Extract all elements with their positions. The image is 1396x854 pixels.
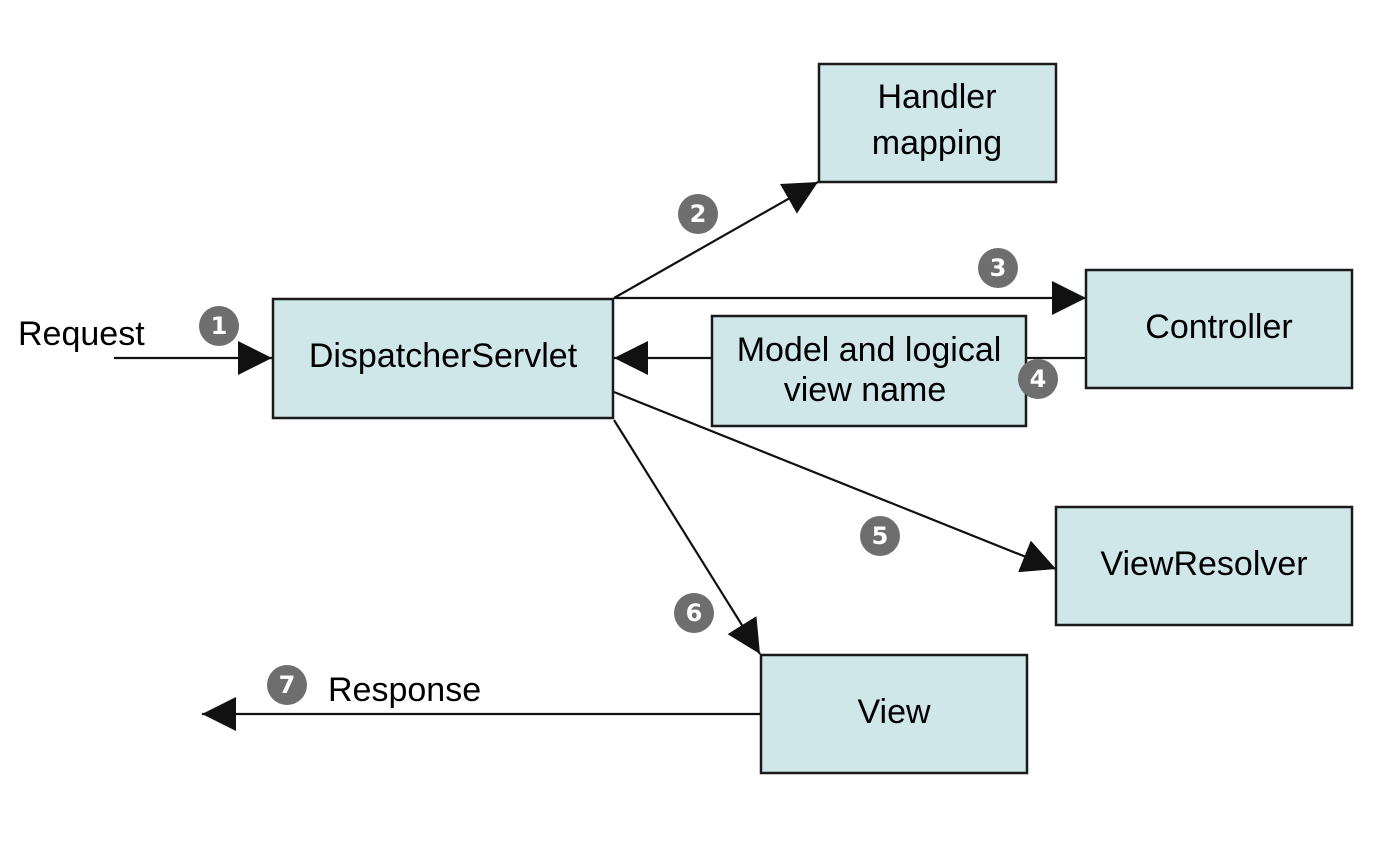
- step-5-number: 5: [872, 522, 889, 550]
- step-3-badge: 3: [978, 248, 1018, 288]
- dispatcher-to-view-arrow: [613, 419, 761, 655]
- handler-mapping-label-line2: mapping: [872, 124, 1002, 162]
- step-1-number: 1: [211, 312, 228, 340]
- step-5-badge: 5: [860, 516, 900, 556]
- dispatcher-servlet-node: DispatcherServlet: [271, 297, 615, 420]
- model-and-view-name-node: Model and logical view name: [710, 314, 1028, 428]
- dispatcher-servlet-label: DispatcherServlet: [309, 337, 578, 375]
- view-label: View: [857, 693, 931, 731]
- dispatcher-to-view-resolver-arrow: [613, 390, 1057, 573]
- step-2-number: 2: [690, 200, 707, 228]
- model-view-label-line1: Model and logical: [737, 331, 1002, 369]
- controller-node: Controller: [1084, 268, 1354, 390]
- step-7-number: 7: [279, 671, 296, 699]
- controller-label: Controller: [1145, 308, 1292, 346]
- step-7-badge: 7: [267, 665, 307, 705]
- model-view-label-line2: view name: [784, 371, 947, 409]
- step-6-number: 6: [686, 599, 703, 627]
- step-1-badge: 1: [199, 306, 239, 346]
- dispatcher-to-handler-mapping-arrow: [613, 181, 819, 299]
- response-label: Response: [328, 671, 481, 709]
- view-resolver-label: ViewResolver: [1100, 545, 1307, 583]
- step-3-number: 3: [990, 254, 1007, 282]
- step-6-badge: 6: [674, 593, 714, 633]
- view-resolver-node: ViewResolver: [1054, 505, 1354, 627]
- step-2-badge: 2: [678, 194, 718, 234]
- step-4-badge: 4: [1018, 359, 1058, 399]
- step-4-number: 4: [1030, 365, 1047, 393]
- handler-mapping-node: Handler mapping: [817, 62, 1058, 184]
- view-node: View: [759, 653, 1029, 775]
- request-label: Request: [18, 315, 145, 353]
- handler-mapping-label-line1: Handler: [877, 78, 996, 116]
